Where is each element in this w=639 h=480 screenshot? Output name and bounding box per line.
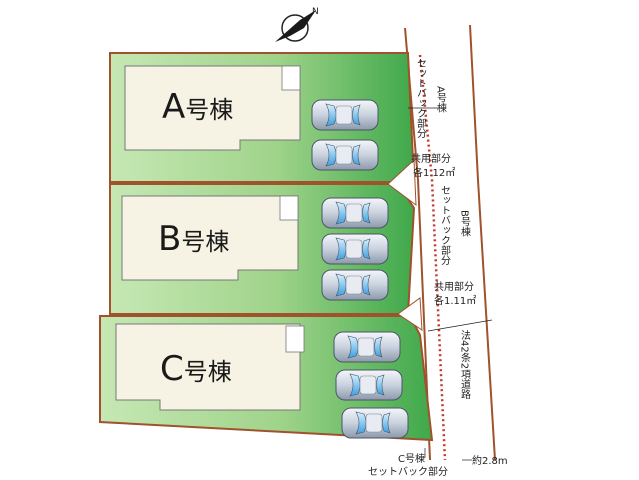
shared-1-line2: 各1.12㎡ bbox=[413, 166, 455, 179]
building-c bbox=[115, 323, 301, 411]
building-b-entrance bbox=[279, 195, 299, 221]
car-a1 bbox=[311, 99, 379, 131]
building-a-label: A号棟 bbox=[162, 87, 233, 127]
building-c-entrance bbox=[285, 325, 305, 353]
setback-c-line1: C号棟 bbox=[398, 452, 425, 465]
shared-1-line1: 共用部分 bbox=[411, 152, 451, 165]
car-c3 bbox=[341, 407, 409, 439]
car-b2 bbox=[321, 233, 389, 265]
building-a-entrance bbox=[281, 65, 301, 91]
setback-c-line2: セットバック部分 bbox=[368, 465, 448, 478]
setback-b-line1: B号棟 bbox=[459, 210, 471, 238]
setback-a-line1: A号棟 bbox=[435, 86, 447, 114]
shared-2-line1: 共用部分 bbox=[434, 280, 474, 293]
road-label: 法42条2項道路 bbox=[459, 329, 471, 400]
car-b1 bbox=[321, 197, 389, 229]
car-a2 bbox=[311, 139, 379, 171]
road-width: 約2.8m bbox=[472, 454, 508, 467]
car-c2 bbox=[335, 369, 403, 401]
car-c1 bbox=[333, 331, 401, 363]
shared-2-line2: 各1.11㎡ bbox=[434, 294, 476, 307]
building-c-label: C号棟 bbox=[160, 349, 232, 389]
setback-b-line2: セットバック部分 bbox=[439, 185, 451, 266]
setback-dotted-line bbox=[418, 54, 447, 461]
shared-area-1 bbox=[387, 158, 417, 207]
building-b-label: B号棟 bbox=[158, 219, 229, 259]
north-marker: N bbox=[312, 7, 319, 17]
north-compass-icon bbox=[275, 10, 316, 42]
shared-area-2 bbox=[397, 297, 423, 331]
road-east-edge bbox=[469, 24, 496, 461]
setback-a-line2: セットバック部分 bbox=[415, 58, 427, 139]
car-b3 bbox=[321, 269, 389, 301]
